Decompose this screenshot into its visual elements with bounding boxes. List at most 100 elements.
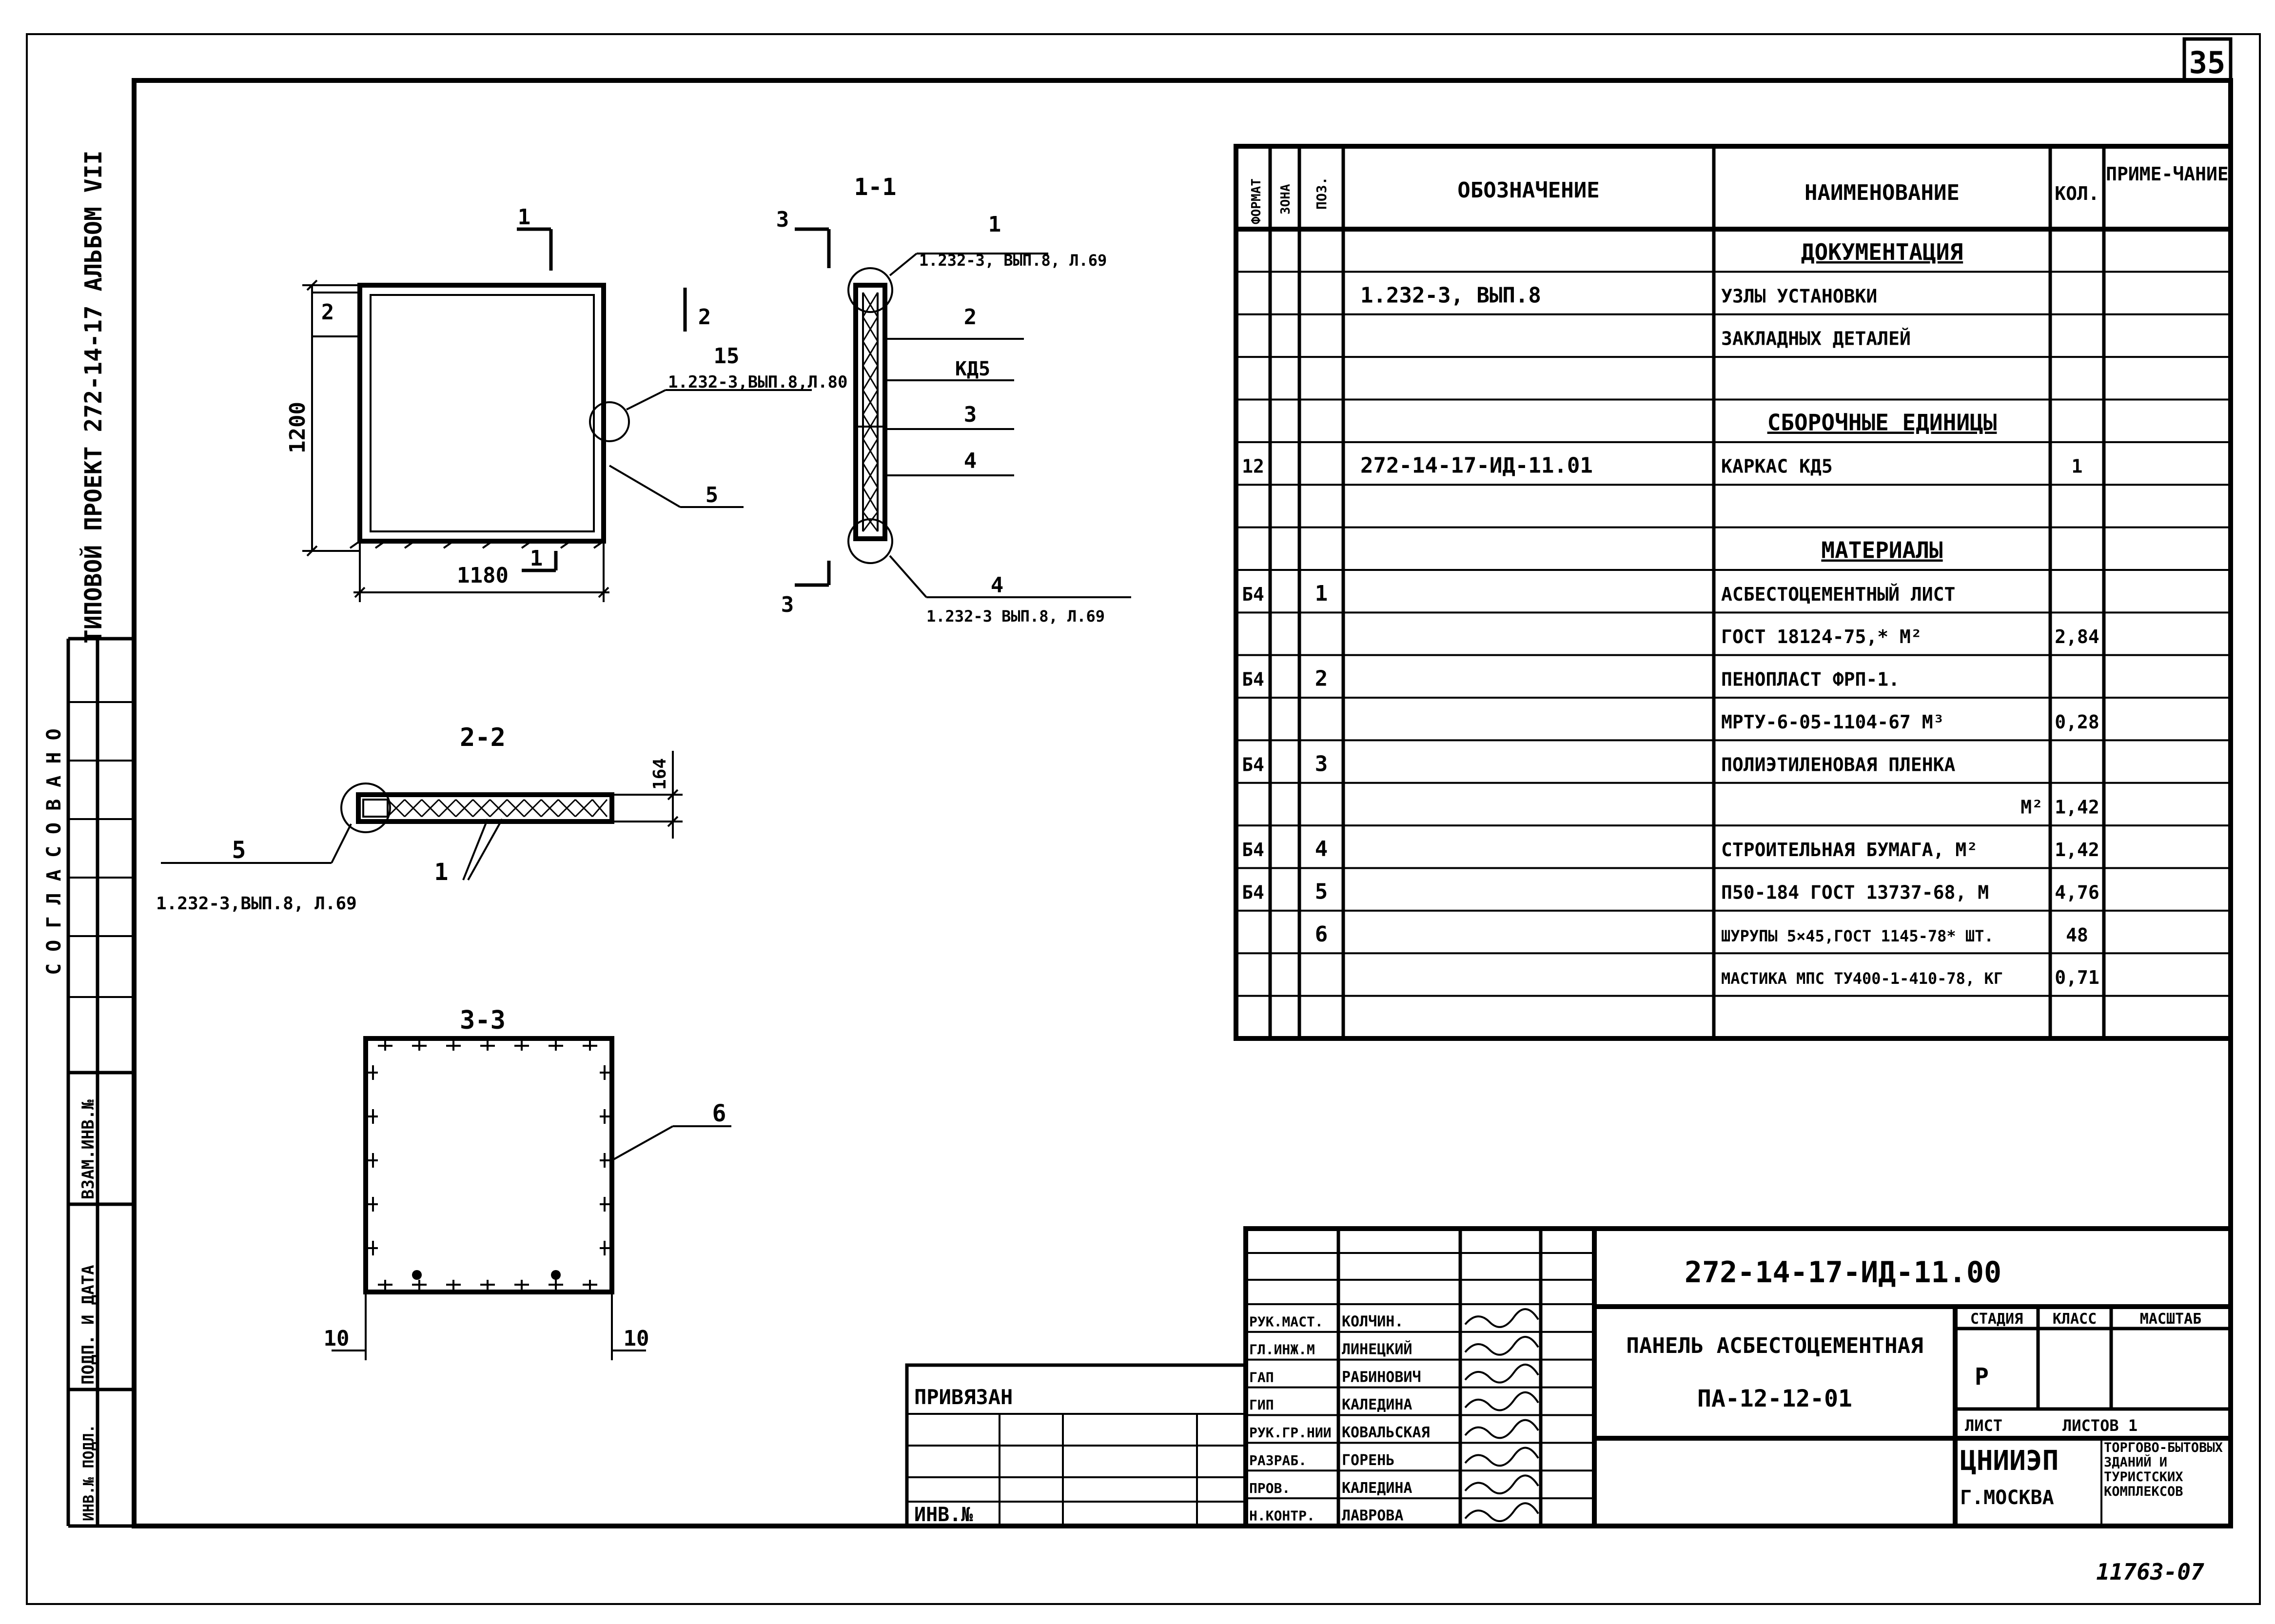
sheet-number-box bbox=[2182, 37, 2233, 82]
section-3-3-c6: 6 bbox=[712, 1100, 726, 1127]
callout-15-num: 15 bbox=[714, 344, 740, 369]
section-2-2-view bbox=[161, 751, 683, 880]
person-role: РУК.ГР.НИИ bbox=[1249, 1425, 1332, 1441]
spec-cell-name: ДОКУМЕНТАЦИЯ bbox=[1801, 239, 1963, 265]
spec-cell-name: П50-184 ГОСТ 13737-68, М bbox=[1721, 881, 1989, 903]
person-role: ГЛ.ИНЖ.М bbox=[1249, 1341, 1315, 1357]
section-1-1-c3: 3 bbox=[964, 402, 977, 427]
spec-cell-designation: 272-14-17-ИД-11.01 bbox=[1360, 453, 1593, 478]
section-1-1-title: 1-1 bbox=[854, 174, 897, 201]
person-name: ЛИНЕЦКИЙ bbox=[1342, 1340, 1412, 1358]
section-2-2-title: 2-2 bbox=[460, 723, 506, 752]
panel-mark-1-top: 1 bbox=[518, 205, 531, 230]
section-1-1-c1-num: 1 bbox=[988, 212, 1001, 237]
section-2-2-dim: 164 bbox=[650, 758, 670, 790]
hdr-name: НАИМЕНОВАНИЕ bbox=[1804, 180, 1960, 205]
spec-cell-qty: 48 bbox=[2066, 924, 2088, 946]
section-1-1-c2: 2 bbox=[964, 305, 977, 330]
hdr-qty: КОЛ. bbox=[2055, 183, 2099, 204]
section-3-3-dim-left: 10 bbox=[324, 1326, 350, 1351]
panel-mark-1-bottom: 1 bbox=[530, 546, 543, 571]
hdr-zone: ЗОНА bbox=[1278, 184, 1293, 215]
spec-cell-qty: 0,28 bbox=[2055, 711, 2099, 733]
signature bbox=[1464, 1502, 1539, 1522]
title-product-mark: ПА-12-12-01 bbox=[1697, 1385, 1852, 1412]
spec-cell-format: Б4 bbox=[1242, 584, 1264, 605]
outer-border bbox=[26, 33, 2261, 1605]
spec-cell-name: УЗЛЫ УСТАНОВКИ bbox=[1721, 285, 1877, 307]
title-org-note-box: ТОРГОВО-БЫТОВЫХ ЗДАНИЙ И ТУРИСТСКИХ КОМП… bbox=[2104, 1441, 2223, 1499]
person-role: РАЗРАБ. bbox=[1249, 1452, 1307, 1468]
title-block bbox=[1243, 1226, 2233, 1528]
spec-cell-name: ЗАКЛАДНЫХ ДЕТАЛЕЙ bbox=[1721, 328, 1911, 350]
spec-cell-pos: 4 bbox=[1315, 837, 1328, 861]
section-2-2-c1: 1 bbox=[434, 859, 449, 886]
section-3-3-title: 3-3 bbox=[460, 1006, 506, 1035]
archive-number: 11763-07 bbox=[2096, 1559, 2204, 1585]
title-city: Г.МОСКВА bbox=[1960, 1487, 2054, 1509]
person-name: ЛАВРОВА bbox=[1342, 1507, 1403, 1525]
side-vzam-inv: ВЗАМ.ИНВ.№ bbox=[78, 1099, 98, 1199]
hdr-note: ПРИМЕ-ЧАНИЕ bbox=[2106, 163, 2229, 185]
hdr-format: ФОРМАТ bbox=[1249, 178, 1264, 224]
title-stage-label: СТАДИЯ bbox=[1970, 1311, 2023, 1328]
panel-mark-2-right: 2 bbox=[698, 305, 711, 330]
signature bbox=[1464, 1419, 1539, 1439]
signature bbox=[1464, 1447, 1539, 1467]
spec-cell-format: Б4 bbox=[1242, 839, 1264, 861]
person-role: ГАП bbox=[1249, 1369, 1274, 1385]
spec-cell-format: 12 bbox=[1242, 456, 1264, 477]
binding-label: ПРИВЯЗАН bbox=[914, 1385, 1013, 1409]
section-1-1-c1-ref: 1.232-3, ВЫП.8, Л.69 bbox=[919, 251, 1107, 270]
title-sheets-label: ЛИСТОВ 1 bbox=[2062, 1416, 2138, 1435]
signature bbox=[1464, 1474, 1539, 1495]
spec-cell-name: АСБЕСТОЦЕМЕНТНЫЙ ЛИСТ bbox=[1721, 584, 1955, 605]
spec-cell-format: Б4 bbox=[1242, 669, 1264, 690]
person-role: РУК.МАСТ. bbox=[1249, 1314, 1323, 1330]
section-1-1-mark-3-bottom: 3 bbox=[781, 592, 794, 617]
callout-5-num: 5 bbox=[706, 483, 719, 508]
title-scale-label: МАСШТАБ bbox=[2140, 1311, 2201, 1328]
callout-15-ref: 1.232-3,ВЫП.8,Л.80 bbox=[668, 372, 847, 392]
spec-cell-format: Б4 bbox=[1242, 881, 1264, 903]
title-sheet-label: ЛИСТ bbox=[1965, 1416, 2002, 1435]
spec-cell-qty: 1,42 bbox=[2055, 839, 2099, 861]
spec-cell-pos: 3 bbox=[1315, 751, 1328, 776]
title-product-name: ПАНЕЛЬ АСБЕСТОЦЕМЕНТНАЯ bbox=[1626, 1333, 1923, 1358]
side-podp-data: ПОДП. И ДАТА bbox=[78, 1265, 98, 1385]
panel-dim-width: 1180 bbox=[457, 563, 509, 588]
spec-cell-name: СТРОИТЕЛЬНАЯ БУМАГА, М² bbox=[1721, 839, 1978, 861]
spec-table bbox=[1234, 144, 2233, 1041]
title-class-label: КЛАСС bbox=[2053, 1311, 2097, 1328]
spec-cell-name: ШУРУПЫ 5×45,ГОСТ 1145-78* ШТ. bbox=[1721, 927, 1994, 945]
section-1-1-view bbox=[795, 227, 1131, 598]
spec-cell-name: ГОСТ 18124-75,* М² bbox=[1721, 626, 1922, 647]
person-role: Н.КОНТР. bbox=[1249, 1508, 1315, 1524]
spec-cell-designation: 1.232-3, ВЫП.8 bbox=[1360, 283, 1541, 308]
person-name: КАЛЕДИНА bbox=[1342, 1480, 1412, 1497]
panel-mark-2-left: 2 bbox=[321, 300, 334, 325]
hdr-designation: ОБОЗНАЧЕНИЕ bbox=[1457, 178, 1599, 203]
section-2-2-c5-num: 5 bbox=[232, 837, 246, 864]
section-1-1-c4b-num: 4 bbox=[991, 573, 1004, 598]
spec-cell-name: СБОРОЧНЫЕ ЕДИНИЦЫ bbox=[1767, 409, 1997, 435]
spec-cell-name: МРТУ-6-05-1104-67 М³ bbox=[1721, 711, 1944, 733]
person-name: КАЛЕДИНА bbox=[1342, 1396, 1412, 1413]
side-inv-podl: ИНВ.№ ПОДЛ. bbox=[80, 1424, 98, 1521]
spec-cell-name: ПЕНОПЛАСТ ФРП-1. bbox=[1721, 669, 1900, 690]
spec-cell-name: ПОЛИЭТИЛЕНОВАЯ ПЛЕНКА bbox=[1721, 754, 1956, 775]
spec-cell-name: МАТЕРИАЛЫ bbox=[1821, 537, 1942, 563]
person-name: РАБИНОВИЧ bbox=[1342, 1369, 1421, 1386]
inner-frame bbox=[132, 78, 2233, 1528]
spec-cell-pos: 1 bbox=[1315, 581, 1328, 606]
person-role: ПРОВ. bbox=[1249, 1480, 1290, 1496]
section-1-1-ckd: КД5 bbox=[955, 358, 990, 380]
side-agreed: С О Г Л А С О В А Н О bbox=[43, 728, 65, 975]
side-stamp bbox=[66, 637, 134, 1528]
title-code: 272-14-17-ИД-11.00 bbox=[1685, 1255, 2001, 1290]
spec-cell-qty: 1,42 bbox=[2055, 797, 2099, 818]
spec-cell-qty: 0,71 bbox=[2055, 967, 2099, 988]
panel-dim-height: 1200 bbox=[285, 402, 310, 453]
spec-cell-pos: 6 bbox=[1315, 922, 1328, 947]
